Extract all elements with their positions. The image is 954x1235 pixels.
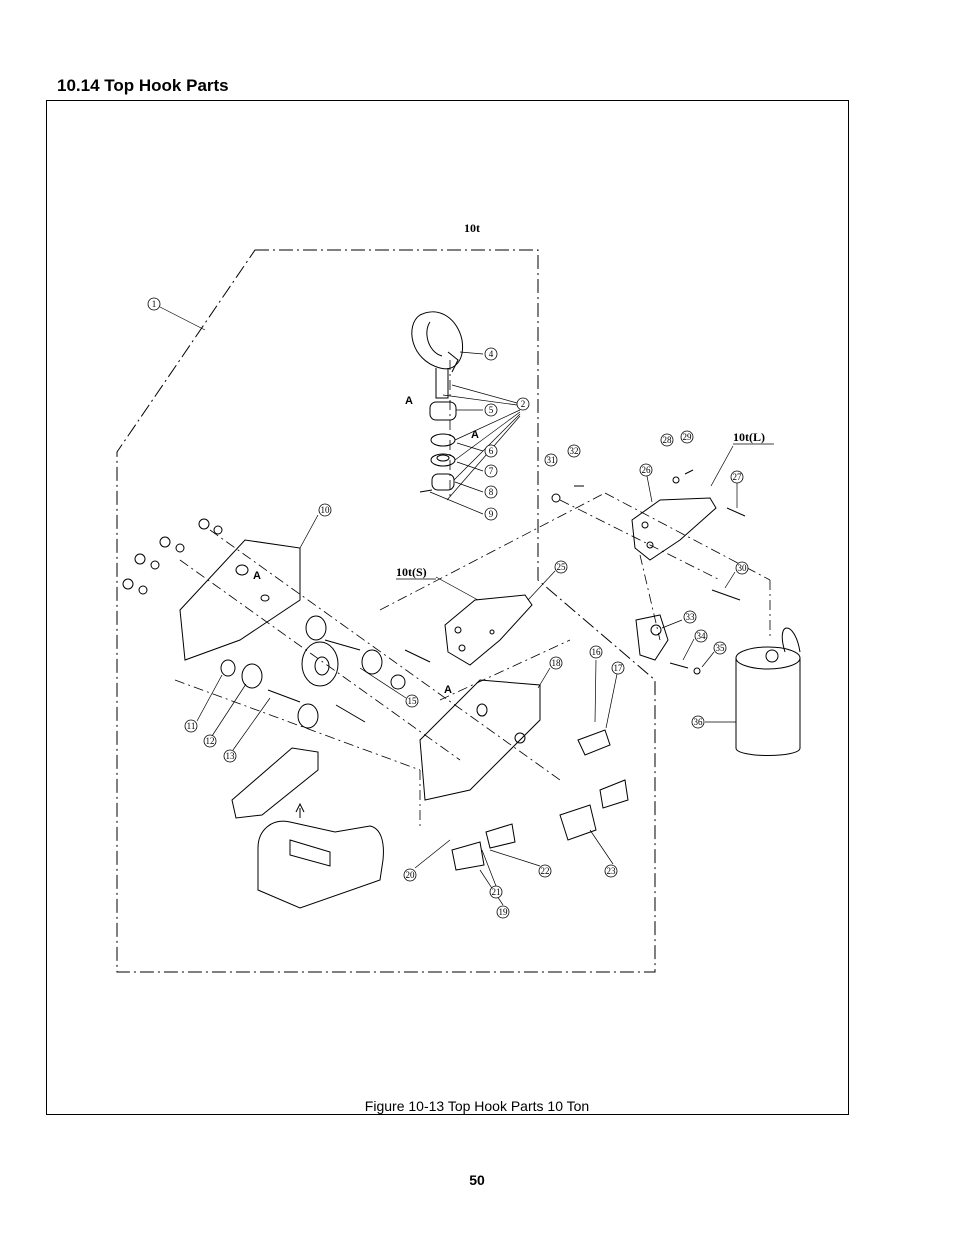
- callout-4: 4: [484, 347, 498, 361]
- long-link-plate: [631, 497, 717, 561]
- svg-text:16: 16: [592, 647, 602, 657]
- callout-25: 25: [554, 560, 568, 574]
- svg-text:12: 12: [206, 736, 215, 746]
- callout-10: 10: [318, 503, 332, 517]
- callout-33: 33: [683, 610, 697, 624]
- section-title: 10.14 Top Hook Parts: [57, 76, 229, 95]
- leader-lines: [159, 306, 738, 906]
- callout-15: 15: [405, 694, 419, 708]
- svg-text:18: 18: [552, 658, 562, 668]
- svg-text:6: 6: [489, 446, 494, 456]
- callout-13: 13: [223, 749, 237, 763]
- page-number: 50: [469, 1172, 485, 1188]
- callout-6: 6: [484, 444, 498, 458]
- callout-34: 34: [694, 629, 708, 643]
- svg-text:5: 5: [489, 405, 494, 415]
- left-side-plate: [179, 539, 301, 661]
- callout-35: 35: [713, 641, 727, 655]
- callout-21: 21: [489, 885, 503, 899]
- callout-12: 12: [203, 734, 217, 748]
- callout-18: 18: [549, 656, 563, 670]
- callout-36: 36: [691, 715, 705, 729]
- callout-2: 2: [516, 397, 530, 411]
- callout-31: 31: [544, 453, 558, 467]
- callout-17: 17: [611, 661, 625, 675]
- svg-text:13: 13: [226, 751, 236, 761]
- svg-text:36: 36: [694, 717, 704, 727]
- label-10t-short: 10t(S): [396, 565, 427, 579]
- svg-text:17: 17: [614, 663, 624, 673]
- callout-5: 5: [484, 403, 498, 417]
- svg-text:25: 25: [557, 562, 567, 572]
- marker-a-4: A: [444, 684, 452, 696]
- callout-19: 19: [496, 905, 510, 919]
- svg-text:15: 15: [408, 696, 418, 706]
- svg-text:20: 20: [406, 870, 416, 880]
- svg-text:32: 32: [570, 446, 579, 456]
- figure-frame: [46, 100, 849, 1115]
- callout-1: 1: [147, 297, 161, 311]
- callout-8: 8: [484, 485, 498, 499]
- callout-9: 9: [484, 507, 498, 521]
- bolts: [551, 469, 746, 675]
- right-side-plate: [419, 679, 541, 801]
- callout-26: 26: [639, 463, 653, 477]
- callout-29: 29: [680, 430, 694, 444]
- svg-text:9: 9: [489, 509, 494, 519]
- svg-text:21: 21: [492, 887, 501, 897]
- svg-text:8: 8: [489, 487, 494, 497]
- svg-text:19: 19: [499, 907, 509, 917]
- callout-16: 16: [589, 645, 603, 659]
- svg-text:34: 34: [697, 631, 707, 641]
- cylinder-weight: [735, 627, 801, 756]
- label-10t: 10t: [464, 221, 480, 235]
- svg-text:27: 27: [733, 472, 743, 482]
- svg-text:28: 28: [663, 435, 673, 445]
- svg-text:1: 1: [152, 299, 157, 309]
- svg-text:26: 26: [642, 465, 652, 475]
- svg-text:23: 23: [607, 866, 617, 876]
- svg-text:33: 33: [686, 612, 696, 622]
- callout-27: 27: [730, 470, 744, 484]
- assembly-outline: [116, 249, 656, 973]
- svg-text:29: 29: [683, 432, 693, 442]
- svg-text:10: 10: [321, 505, 331, 515]
- callout-20: 20: [403, 868, 417, 882]
- svg-text:31: 31: [547, 455, 556, 465]
- left-fasteners: [122, 518, 223, 595]
- callout-11: 11: [184, 719, 198, 733]
- svg-text:11: 11: [187, 721, 196, 731]
- label-10t-long: 10t(L): [733, 430, 765, 444]
- trolley-frame: [257, 802, 384, 909]
- svg-text:30: 30: [738, 563, 748, 573]
- figure-caption: Figure 10-13 Top Hook Parts 10 Ton: [364, 1098, 590, 1114]
- marker-a-3: A: [253, 570, 261, 582]
- short-link-plate: [444, 594, 533, 666]
- svg-text:4: 4: [489, 349, 494, 359]
- callout-7: 7: [484, 464, 498, 478]
- svg-text:35: 35: [716, 643, 726, 653]
- hook-assembly: [411, 311, 464, 493]
- callout-23: 23: [604, 864, 618, 878]
- callout-30: 30: [735, 561, 749, 575]
- svg-text:2: 2: [521, 399, 526, 409]
- hook-block: [635, 614, 669, 661]
- wheels: [220, 615, 431, 729]
- svg-text:7: 7: [489, 466, 494, 476]
- callout-markers: 1 4 2 5 6 7 8 9 10 11 12 13 15 16 17 18 …: [147, 297, 749, 919]
- marker-a-1: A: [405, 395, 413, 407]
- pins: [451, 729, 629, 871]
- svg-text:22: 22: [541, 866, 550, 876]
- callout-22: 22: [538, 864, 552, 878]
- callout-32: 32: [567, 444, 581, 458]
- callout-28: 28: [660, 433, 674, 447]
- marker-a-2: A: [471, 429, 479, 441]
- lower-link-plate: [231, 747, 319, 819]
